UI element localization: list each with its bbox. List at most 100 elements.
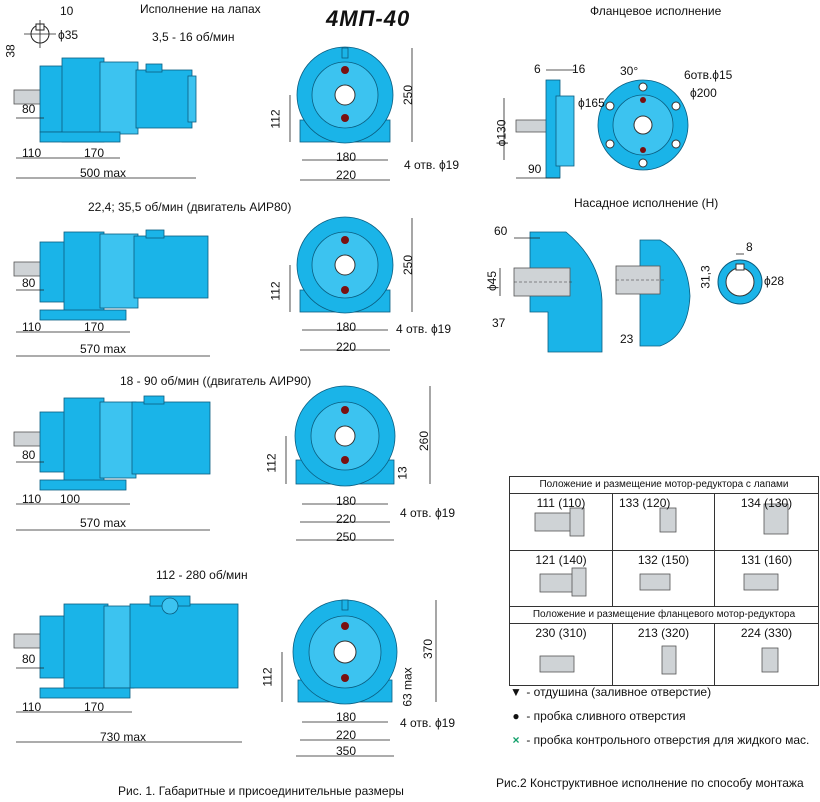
table-header-flange: Положение и размещение фланцевого мотор-…: [510, 607, 818, 624]
row4-dim-180: 180: [336, 710, 357, 724]
row1-dim-80: 80: [22, 102, 36, 116]
caption-fig2: Рис.2 Конструктивное исполнение по спосо…: [496, 776, 804, 790]
side-view-row4: [13, 595, 242, 743]
legend-text: - пробка контрольного отверстия для жидк…: [526, 733, 810, 747]
mounted-dim-8: 8: [746, 240, 753, 254]
mounted-view-right: [615, 239, 691, 347]
row2-dim-80: 80: [22, 276, 36, 290]
flange-dim-30: 30°: [620, 64, 639, 78]
row4-dim-max: 730 max: [100, 730, 147, 744]
table-icons: [534, 503, 789, 675]
table-cell: 132 (150): [613, 551, 715, 607]
legend-item-control: × - пробка контрольного отверстия для жи…: [509, 733, 809, 747]
front-view-row4: [281, 599, 437, 757]
legend-text: - пробка сливного отверстия: [526, 709, 686, 723]
row1-speed: 3,5 - 16 об/мин: [152, 30, 235, 44]
table-cell: 133 (120): [613, 494, 715, 551]
flange-dim-6: 6: [534, 62, 541, 76]
position-label: 133 (120): [619, 496, 671, 510]
position-label: 111 (110): [536, 496, 586, 510]
flange-side-view: [503, 69, 576, 179]
flange-dim-130: ϕ130: [494, 119, 509, 147]
position-label: 213 (320): [637, 626, 690, 640]
position-label: 134 (130): [740, 496, 793, 510]
row3-dim-250: 250: [336, 530, 357, 544]
row2-speed: 22,4; 35,5 об/мин (двигатель АИР80): [88, 200, 292, 214]
row3-dim-13: 13: [395, 466, 410, 480]
row2-dim-max: 570 max: [80, 342, 127, 356]
mounted-dim-45: ϕ45: [485, 270, 500, 292]
flange-front-view: [597, 79, 689, 171]
table-cell: 213 (320): [613, 624, 715, 685]
row2-dim-220: 220: [336, 340, 357, 354]
row4-dim-112: 112: [260, 667, 275, 687]
flange-dim-90: 90: [528, 162, 542, 176]
row4-dim-350: 350: [336, 744, 357, 758]
legend-item-drain: ● - пробка сливного отверстия: [509, 709, 686, 723]
row1-dim-170: 170: [84, 146, 105, 160]
row2-dim-250: 250: [401, 254, 416, 276]
drain-marker-icon: ●: [512, 709, 520, 723]
position-label: 131 (160): [740, 553, 793, 567]
table-cell: 131 (160): [715, 551, 818, 607]
flange-holes: 6отв.ϕ15: [684, 68, 733, 82]
table-cell: 111 (110): [510, 494, 613, 551]
legend-text: - отдушина (заливное отверстие): [526, 685, 712, 699]
flange-dim-165: ϕ165: [578, 96, 605, 110]
side-view-row3: [13, 395, 211, 531]
row3-holes: 4 отв. ϕ19: [400, 506, 456, 520]
side-view-row2: [13, 229, 210, 357]
legend-item-vent: ▼ - отдушина (заливное отверстие): [509, 685, 711, 699]
row1-dim-250: 250: [401, 84, 416, 106]
front-view-row3: [285, 385, 431, 541]
vent-marker-icon: ▼: [510, 685, 522, 699]
row2-holes: 4 отв. ϕ19: [396, 322, 452, 336]
position-label: 132 (150): [637, 553, 690, 567]
row3-dim-220: 220: [336, 512, 357, 526]
row4-dim-63: 63 max: [400, 667, 415, 707]
shaft-dim-35: ϕ35: [58, 28, 79, 42]
position-label: 230 (310): [535, 626, 587, 640]
row4-holes: 4 отв. ϕ19: [400, 716, 456, 730]
mounted-dim-28: ϕ28: [764, 274, 785, 288]
position-label: 121 (140): [535, 553, 587, 567]
row4-dim-370: 370: [421, 638, 436, 660]
row3-dim-max: 570 max: [80, 516, 127, 530]
flange-dim-16: 16: [572, 62, 586, 76]
model-title: 4МП-40: [326, 6, 411, 31]
row1-dim-180: 180: [336, 150, 357, 164]
row3-dim-100: 100: [60, 492, 81, 506]
row3-dim-110: 110: [22, 492, 42, 506]
row2-dim-110: 110: [22, 320, 42, 334]
mounting-positions-table: Положение и размещение мотор-редуктора с…: [509, 476, 819, 686]
flange-dim-200: ϕ200: [690, 86, 717, 100]
row1-holes: 4 отв. ϕ19: [404, 158, 460, 172]
row4-dim-170: 170: [84, 700, 105, 714]
table-cell: 230 (310): [510, 624, 613, 685]
row3-speed: 18 - 90 об/мин ((двигатель АИР90): [120, 374, 312, 388]
row4-dim-80: 80: [22, 652, 36, 666]
mounted-dim-313: 31,3: [698, 265, 713, 289]
control-marker-icon: ×: [512, 733, 520, 747]
flange-title: Фланцевое исполнение: [590, 4, 722, 18]
row2-dim-112: 112: [268, 281, 283, 301]
table-cell: 224 (330): [715, 624, 818, 685]
mounted-dim-60: 60: [494, 224, 508, 238]
side-view-row1: [13, 57, 197, 179]
shaft-dim-38: 38: [3, 44, 18, 58]
keyway-section: [717, 253, 763, 305]
feet-title: Исполнение на лапах: [140, 2, 261, 16]
row1-dim-112: 112: [268, 109, 283, 129]
mounted-view-left: [499, 231, 603, 353]
row4-dim-220: 220: [336, 728, 357, 742]
front-view-row2: [289, 216, 413, 351]
front-view-row1: [289, 46, 413, 181]
shaft-dim-10: 10: [60, 4, 74, 18]
row3-dim-260: 260: [417, 430, 432, 452]
caption-fig1: Рис. 1. Габаритные и присоединительные р…: [118, 784, 404, 798]
row3-dim-80: 80: [22, 448, 36, 462]
table-header-feet: Положение и размещение мотор-редуктора с…: [510, 477, 818, 494]
row2-dim-170: 170: [84, 320, 105, 334]
row1-dim-220: 220: [336, 168, 357, 182]
